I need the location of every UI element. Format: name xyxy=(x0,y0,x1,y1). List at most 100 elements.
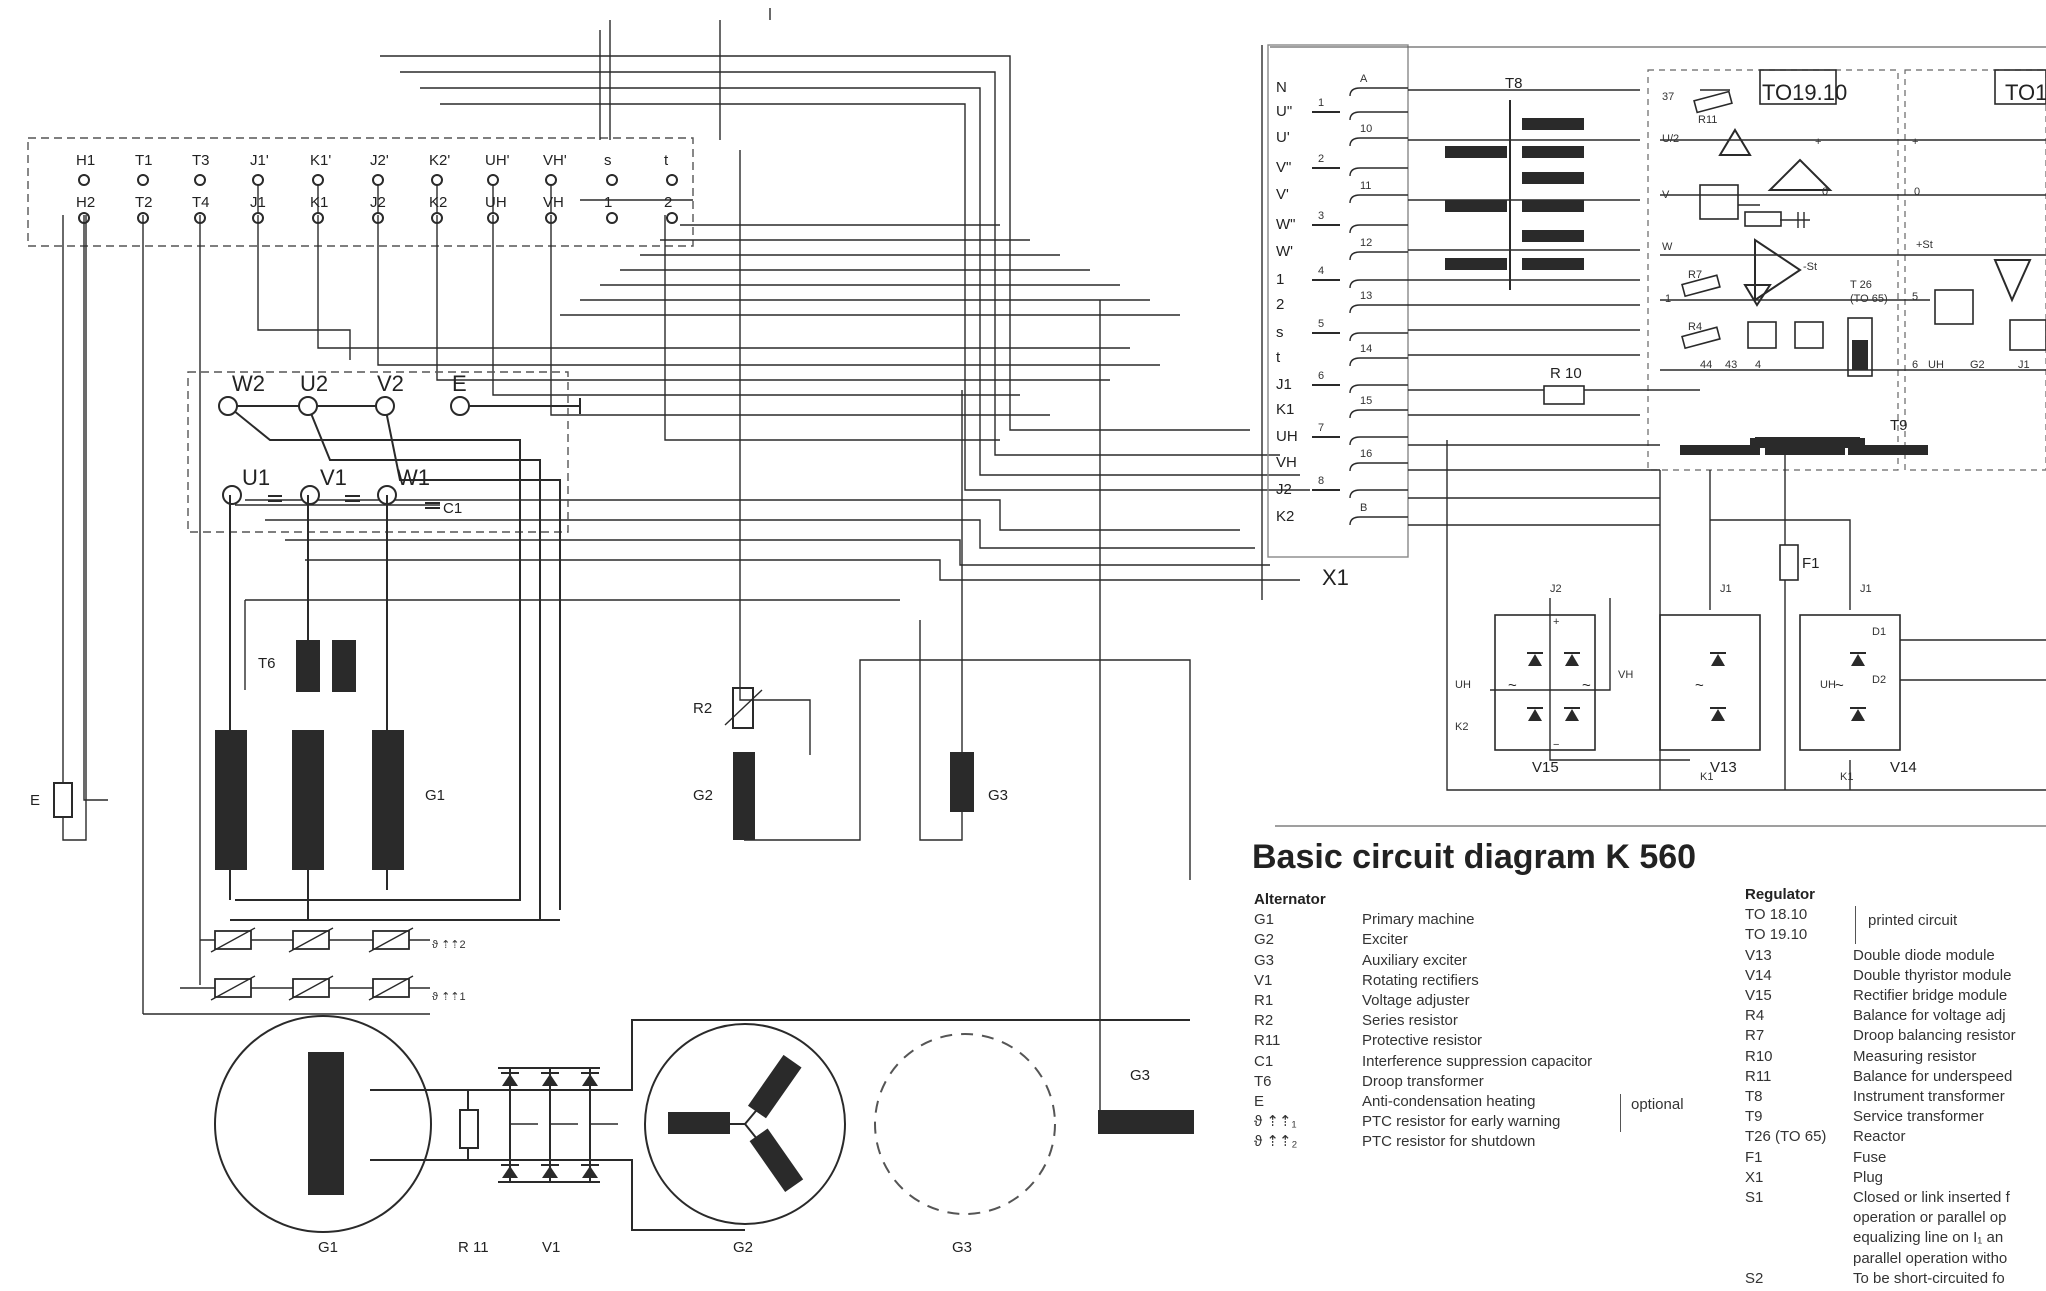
zero-label: 0 xyxy=(1914,186,1920,198)
legend-desc: Balance for voltage adj xyxy=(1853,1007,2006,1025)
stator-g1 xyxy=(215,495,560,921)
plug-contact xyxy=(1349,279,1361,289)
legend-code: R2 xyxy=(1254,1012,1274,1030)
t6-label: T6 xyxy=(258,655,276,672)
winding-terminal xyxy=(300,485,320,505)
terminal-label-lower: K1 xyxy=(310,194,328,211)
reg-44-label: 44 xyxy=(1700,359,1712,371)
plug-contact-label: 5 xyxy=(1318,318,1324,330)
terminal-label-upper: J1' xyxy=(250,152,269,169)
r2-label: R2 xyxy=(693,700,712,717)
alternator-heading: Alternator xyxy=(1254,891,1326,908)
bridge-diode xyxy=(1851,654,1865,666)
legend-code: TO 19.10 xyxy=(1745,926,1808,944)
legend-code: G3 xyxy=(1254,951,1275,969)
legend-desc: Double diode module xyxy=(1853,946,1995,964)
terminal-upper xyxy=(194,174,206,186)
bridge-diode xyxy=(1851,709,1865,721)
legend-code: T26 (TO 65) xyxy=(1745,1128,1827,1146)
v15-minus: − xyxy=(1553,739,1559,751)
plug-contact xyxy=(1349,462,1361,472)
bridge-diode xyxy=(1565,709,1579,721)
v15-label: V15 xyxy=(1532,759,1559,776)
legend-code: X1 xyxy=(1745,1168,1764,1186)
plug-contact-label: 1 xyxy=(1318,97,1324,109)
ptc-mark-1: ϑ ⇡⇡1 xyxy=(432,991,466,1003)
diode xyxy=(542,1074,558,1086)
f1-label: F1 xyxy=(1802,555,1820,572)
ptc-mark-2: ϑ ⇡⇡2 xyxy=(432,939,466,951)
legend-desc: Droop balancing resistor xyxy=(1853,1027,2016,1045)
legend-code: R1 xyxy=(1254,992,1274,1010)
terminal-label-upper: s xyxy=(604,152,612,169)
plug-pin-label: V' xyxy=(1276,186,1289,203)
terminal-upper xyxy=(372,174,384,186)
ptc-arrow xyxy=(210,975,256,1001)
legend-code: T6 xyxy=(1254,1072,1272,1090)
legend-desc: Interference suppression capacitor xyxy=(1362,1052,1593,1070)
regulator xyxy=(1270,46,2046,827)
bridge-diode xyxy=(1528,654,1542,666)
plug-contact xyxy=(1349,137,1361,147)
t8-primary xyxy=(1445,200,1507,212)
plug-pin-label: K2 xyxy=(1276,508,1294,525)
t26-label: T 26 xyxy=(1850,279,1872,291)
rotor-label: G3 xyxy=(952,1239,972,1256)
plug-contact xyxy=(1349,357,1361,367)
plug-contact xyxy=(1349,194,1361,204)
r10-label: R 10 xyxy=(1550,365,1582,382)
heater-label: E xyxy=(30,792,40,809)
legend-code xyxy=(1745,1249,1853,1269)
terminal-label-upper: K1' xyxy=(310,152,331,169)
terminal-lower xyxy=(666,212,678,224)
r11-label: R11 xyxy=(1698,114,1717,126)
legend-desc: operation or parallel op xyxy=(1853,1209,2007,1227)
v14-j1-label: J1 xyxy=(1860,583,1872,595)
winding-label-bottom: U1 xyxy=(242,465,270,490)
winding-label-bottom: W1 xyxy=(397,465,430,490)
legend-desc: Series resistor xyxy=(1362,1012,1458,1030)
drop-wires xyxy=(83,8,1160,1014)
terminal-label-upper: J2' xyxy=(370,152,389,169)
g3-label: G3 xyxy=(988,787,1008,804)
plug-contact xyxy=(1349,384,1361,394)
diode xyxy=(582,1074,598,1086)
winding-terminal xyxy=(222,485,242,505)
plus-label: + xyxy=(1815,136,1821,148)
terminal-label-lower: J1 xyxy=(250,194,266,211)
terminal-upper xyxy=(137,174,149,186)
plug-pin-label: t xyxy=(1276,349,1281,366)
v13-j1-label: J1 xyxy=(1720,583,1732,595)
legend-desc: equalizing line on I₁ an xyxy=(1853,1229,2004,1247)
reg-g2-label: G2 xyxy=(1970,359,1985,371)
legend-code: R11 xyxy=(1254,1032,1281,1050)
legend-desc: Plug xyxy=(1853,1168,1884,1186)
v14-d2-label: D2 xyxy=(1872,674,1886,686)
legend-desc: Primary machine xyxy=(1362,911,1475,929)
winding-label-top: U2 xyxy=(300,371,328,396)
plug-contact-label: 3 xyxy=(1318,210,1324,222)
legend-code: T8 xyxy=(1745,1088,1763,1106)
reg-43-label: 43 xyxy=(1725,359,1737,371)
v13-label: V13 xyxy=(1710,759,1737,776)
ptc-arrow xyxy=(210,927,256,953)
legend-row: TO 19.10 xyxy=(1745,925,2016,945)
legend-desc: Droop transformer xyxy=(1362,1072,1484,1090)
terminal-label-upper: T3 xyxy=(192,152,210,169)
terminal-upper xyxy=(431,174,443,186)
reg-1-label: 1 xyxy=(1665,293,1671,305)
winding-terminal xyxy=(450,396,470,416)
rotor-label: G1 xyxy=(318,1239,338,1256)
ptc-arrow xyxy=(368,927,414,953)
heater-e xyxy=(53,215,87,841)
plug-pin-label: J1 xyxy=(1276,376,1292,393)
plug-contact-label: 12 xyxy=(1360,237,1372,249)
reg-uh-label: UH xyxy=(1928,359,1944,371)
